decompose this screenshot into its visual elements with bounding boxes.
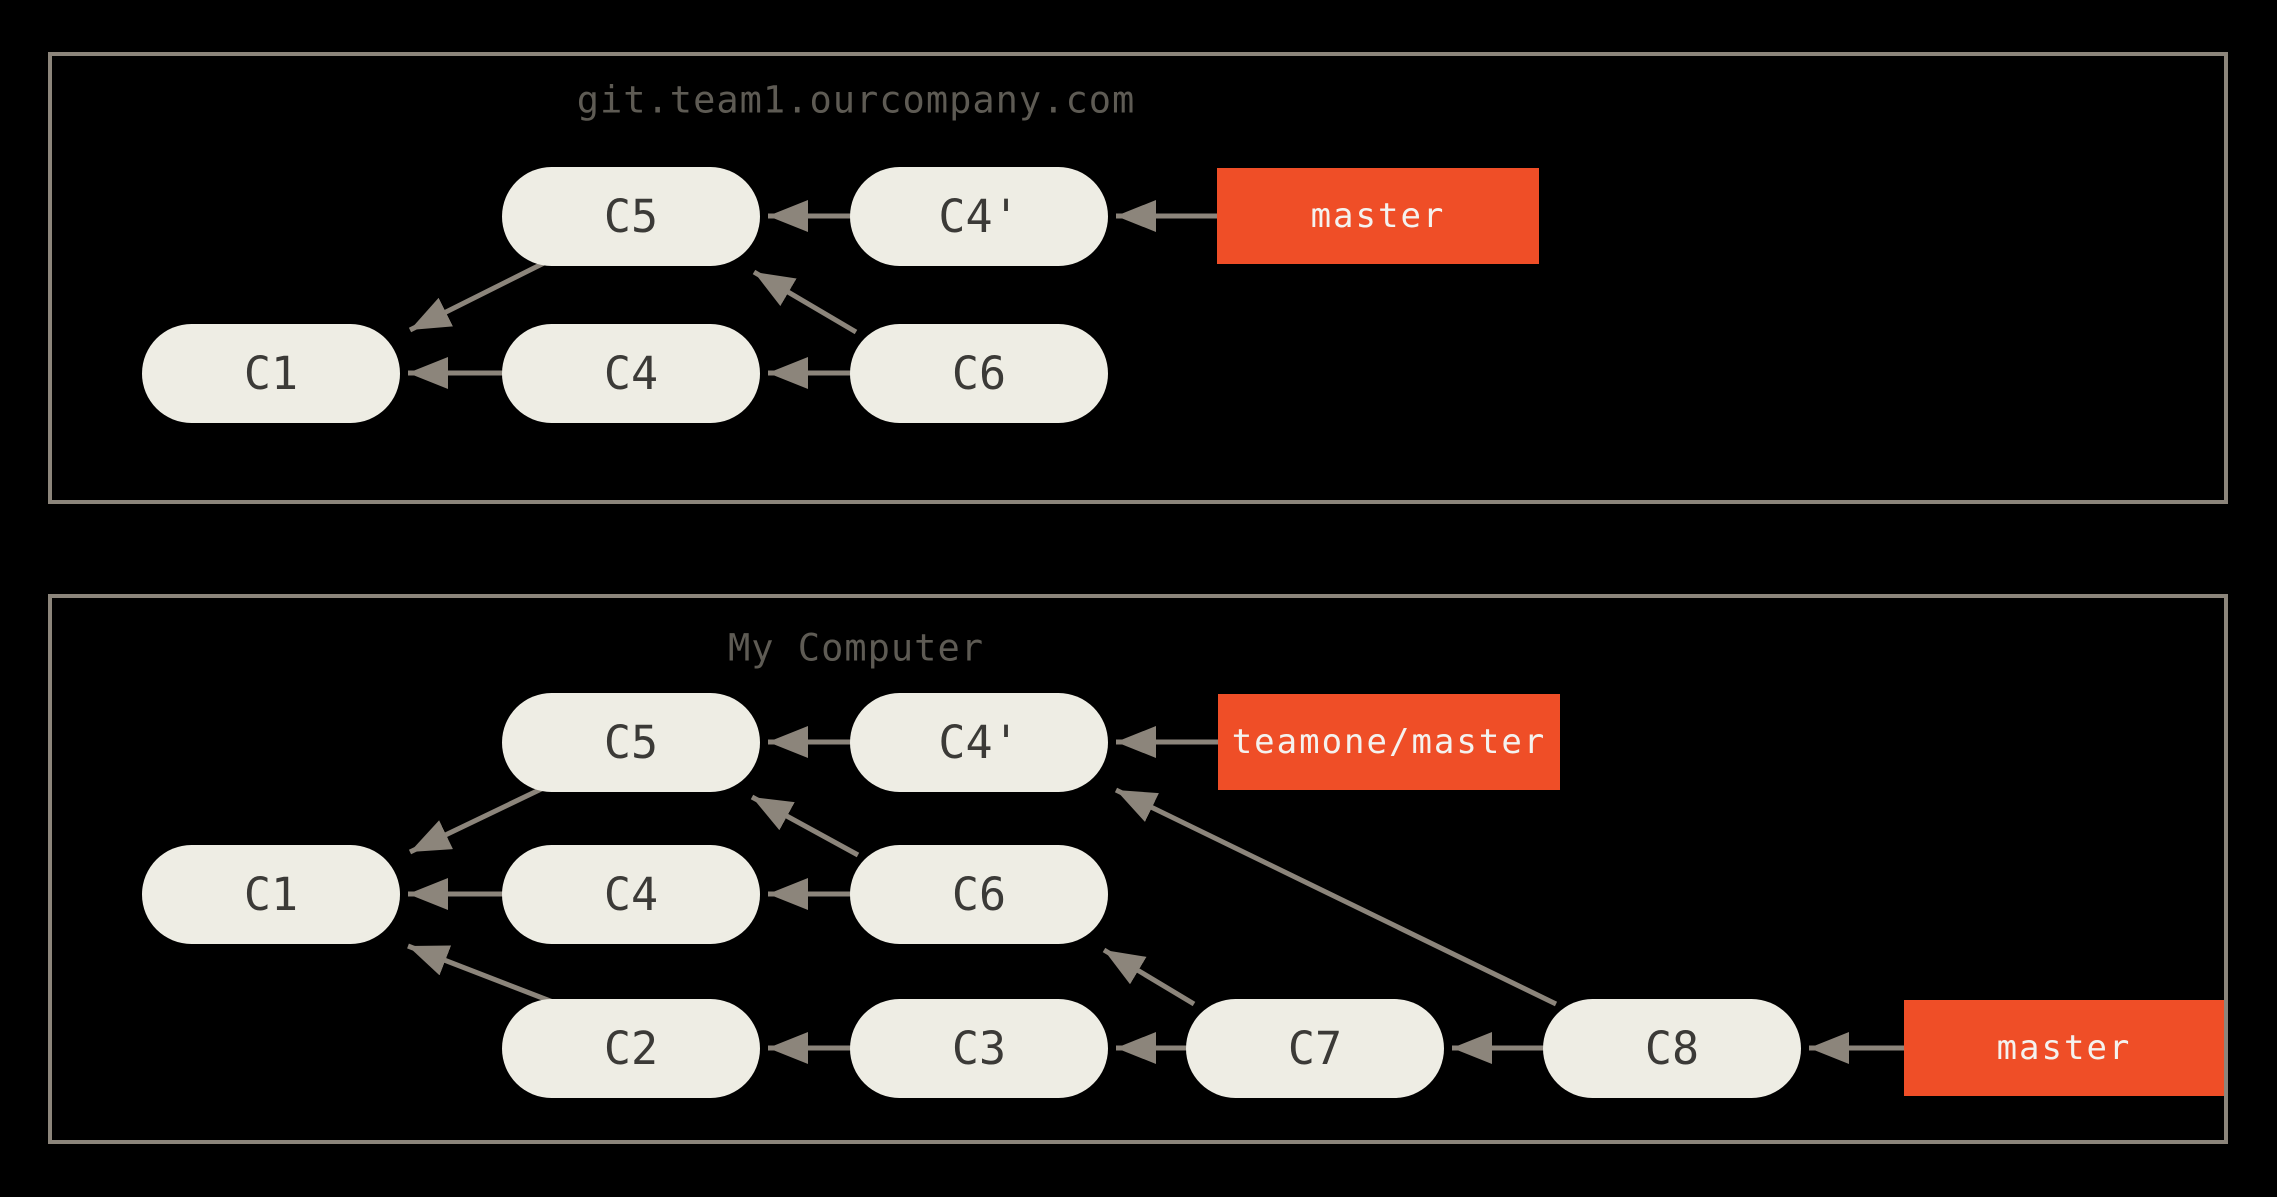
commit-node-remote-server-c5: C5 — [502, 166, 760, 266]
edge-c8-to-c4p — [1114, 787, 1558, 1007]
commit-node-my-computer-c8: C8 — [1543, 998, 1801, 1098]
edge-c2-to-c1 — [407, 943, 559, 1007]
edge-c5-to-c1 — [408, 777, 562, 855]
branch-label-remote-server-master: master — [1217, 168, 1539, 264]
commit-node-my-computer-c3: C3 — [850, 998, 1108, 1098]
edge-c6-to-c5 — [752, 269, 858, 335]
branch-label-my-computer-teamone: teamone/master — [1218, 694, 1560, 790]
commit-node-my-computer-c6: C6 — [850, 844, 1108, 944]
branch-label-my-computer-master: master — [1904, 1000, 2224, 1096]
commit-node-remote-server-c1: C1 — [142, 323, 400, 423]
panel-title-remote-server: git.team1.ourcompany.com — [576, 78, 1136, 122]
panel-my-computer — [48, 594, 2228, 1144]
panel-remote-server — [48, 52, 2228, 504]
edge-c5-to-c1 — [408, 252, 562, 333]
panel-title-my-computer: My Computer — [727, 626, 985, 670]
commit-node-remote-server-c4p: C4' — [850, 166, 1108, 266]
commit-node-my-computer-c2: C2 — [502, 998, 760, 1098]
commit-node-my-computer-c7: C7 — [1186, 998, 1444, 1098]
commit-node-remote-server-c4: C4 — [502, 323, 760, 423]
edge-c7-to-c6 — [1102, 947, 1196, 1007]
commit-node-remote-server-c6: C6 — [850, 323, 1108, 423]
commit-node-my-computer-c4: C4 — [502, 844, 760, 944]
commit-node-my-computer-c5: C5 — [502, 692, 760, 792]
commit-node-my-computer-c1: C1 — [142, 844, 400, 944]
commit-node-my-computer-c4p: C4' — [850, 692, 1108, 792]
edge-c6-to-c5 — [750, 794, 860, 858]
